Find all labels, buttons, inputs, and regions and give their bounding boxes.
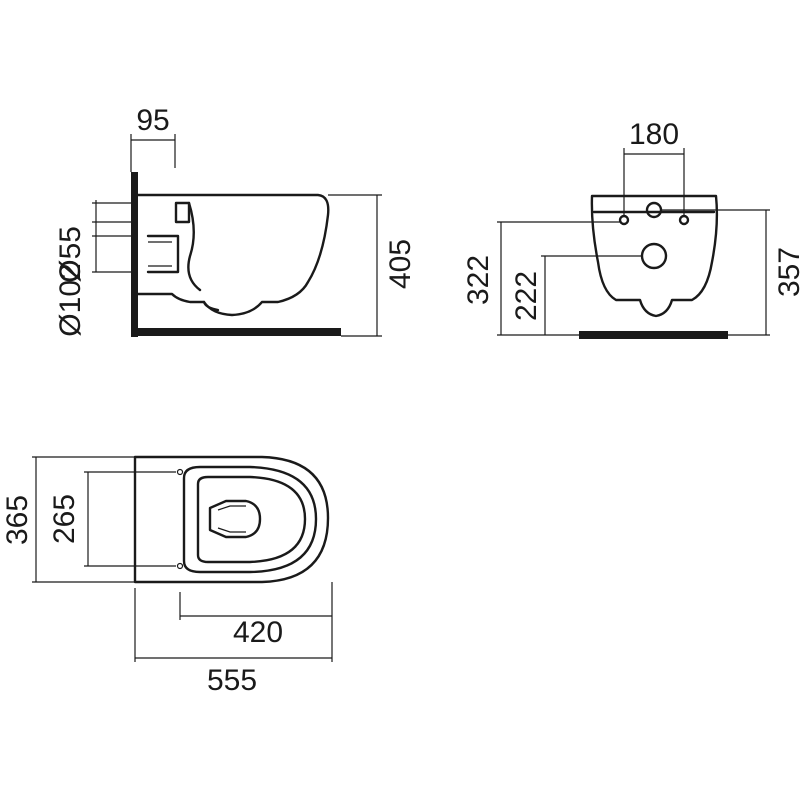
dim-label-55: Ø55	[54, 226, 87, 283]
top-seat-ring	[182, 465, 318, 574]
dim-label-365: 365	[1, 495, 34, 545]
side-view: 95 Ø55 Ø102 405	[54, 104, 417, 337]
front-body-outline	[590, 194, 719, 318]
top-drain-inner	[217, 505, 246, 533]
right-fixing-hole-icon	[678, 214, 690, 226]
side-bowl-outline	[136, 193, 330, 317]
dim-label-222: 222	[510, 271, 543, 321]
top-body-outline	[133, 455, 330, 584]
dim-label-102: Ø102	[54, 263, 87, 336]
top-drain	[208, 499, 262, 539]
top-fixing-hole-icon	[176, 468, 184, 476]
dim-label-405: 405	[384, 239, 417, 289]
side-rim-line	[174, 201, 191, 224]
floor-plate	[131, 328, 341, 336]
wall-plate	[131, 172, 138, 337]
dim-label-555: 555	[207, 664, 257, 697]
dim-label-420: 420	[233, 616, 283, 649]
water-inlet-icon	[645, 201, 663, 219]
side-trap	[202, 300, 220, 312]
outlet-hole-icon	[640, 242, 668, 270]
dim-label-322: 322	[462, 255, 495, 305]
dim-label-180: 180	[629, 118, 679, 151]
top-bowl-inner	[196, 475, 307, 564]
dim-label-265: 265	[48, 494, 81, 544]
side-siphon-line	[187, 201, 202, 292]
left-fixing-hole-icon	[618, 214, 630, 226]
front-view: 180 322 222 357	[462, 118, 800, 339]
front-floor-plate	[579, 331, 728, 339]
side-outlet	[146, 234, 180, 274]
dim-label-357: 357	[773, 247, 800, 297]
dim-label-95: 95	[136, 104, 169, 137]
bottom-fixing-hole-icon	[176, 562, 184, 570]
side-outlet-inner	[148, 241, 172, 267]
top-view: 365 265 420 555	[1, 455, 333, 697]
